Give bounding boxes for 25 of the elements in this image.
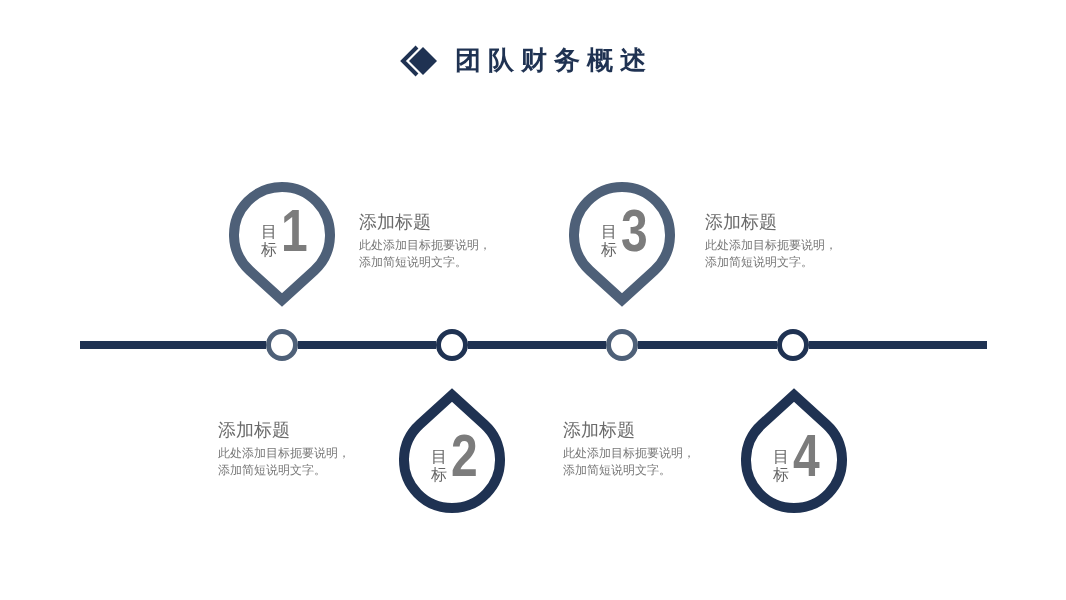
entry-title: 添加标题 bbox=[359, 211, 431, 233]
goal-label: 目标 bbox=[260, 223, 277, 259]
entry-description: 此处添加目标扼要说明，添加简短说明文字。 bbox=[218, 445, 351, 479]
step-number: 4 bbox=[793, 434, 820, 478]
timeline-dot bbox=[436, 329, 468, 361]
goal-label: 目标 bbox=[772, 448, 789, 484]
location-pin bbox=[229, 182, 335, 308]
location-pin bbox=[569, 182, 675, 308]
entry-description: 此处添加目标扼要说明，添加简短说明文字。 bbox=[563, 445, 696, 479]
step-number: 1 bbox=[281, 209, 308, 253]
location-pin bbox=[741, 387, 847, 513]
timeline-dot bbox=[266, 329, 298, 361]
goal-label: 目标 bbox=[600, 223, 617, 259]
goal-label: 目标 bbox=[430, 448, 447, 484]
entry-description: 此处添加目标扼要说明，添加简短说明文字。 bbox=[705, 237, 838, 271]
step-number: 2 bbox=[451, 434, 478, 478]
step-number: 3 bbox=[621, 209, 648, 253]
entry-title: 添加标题 bbox=[705, 211, 777, 233]
timeline-dot bbox=[606, 329, 638, 361]
entry-title: 添加标题 bbox=[563, 419, 635, 441]
page-title: 团队财务概述 bbox=[455, 44, 653, 76]
timeline-dot bbox=[777, 329, 809, 361]
entry-description: 此处添加目标扼要说明，添加简短说明文字。 bbox=[359, 237, 492, 271]
entry-title: 添加标题 bbox=[218, 419, 290, 441]
location-pin bbox=[399, 387, 505, 513]
